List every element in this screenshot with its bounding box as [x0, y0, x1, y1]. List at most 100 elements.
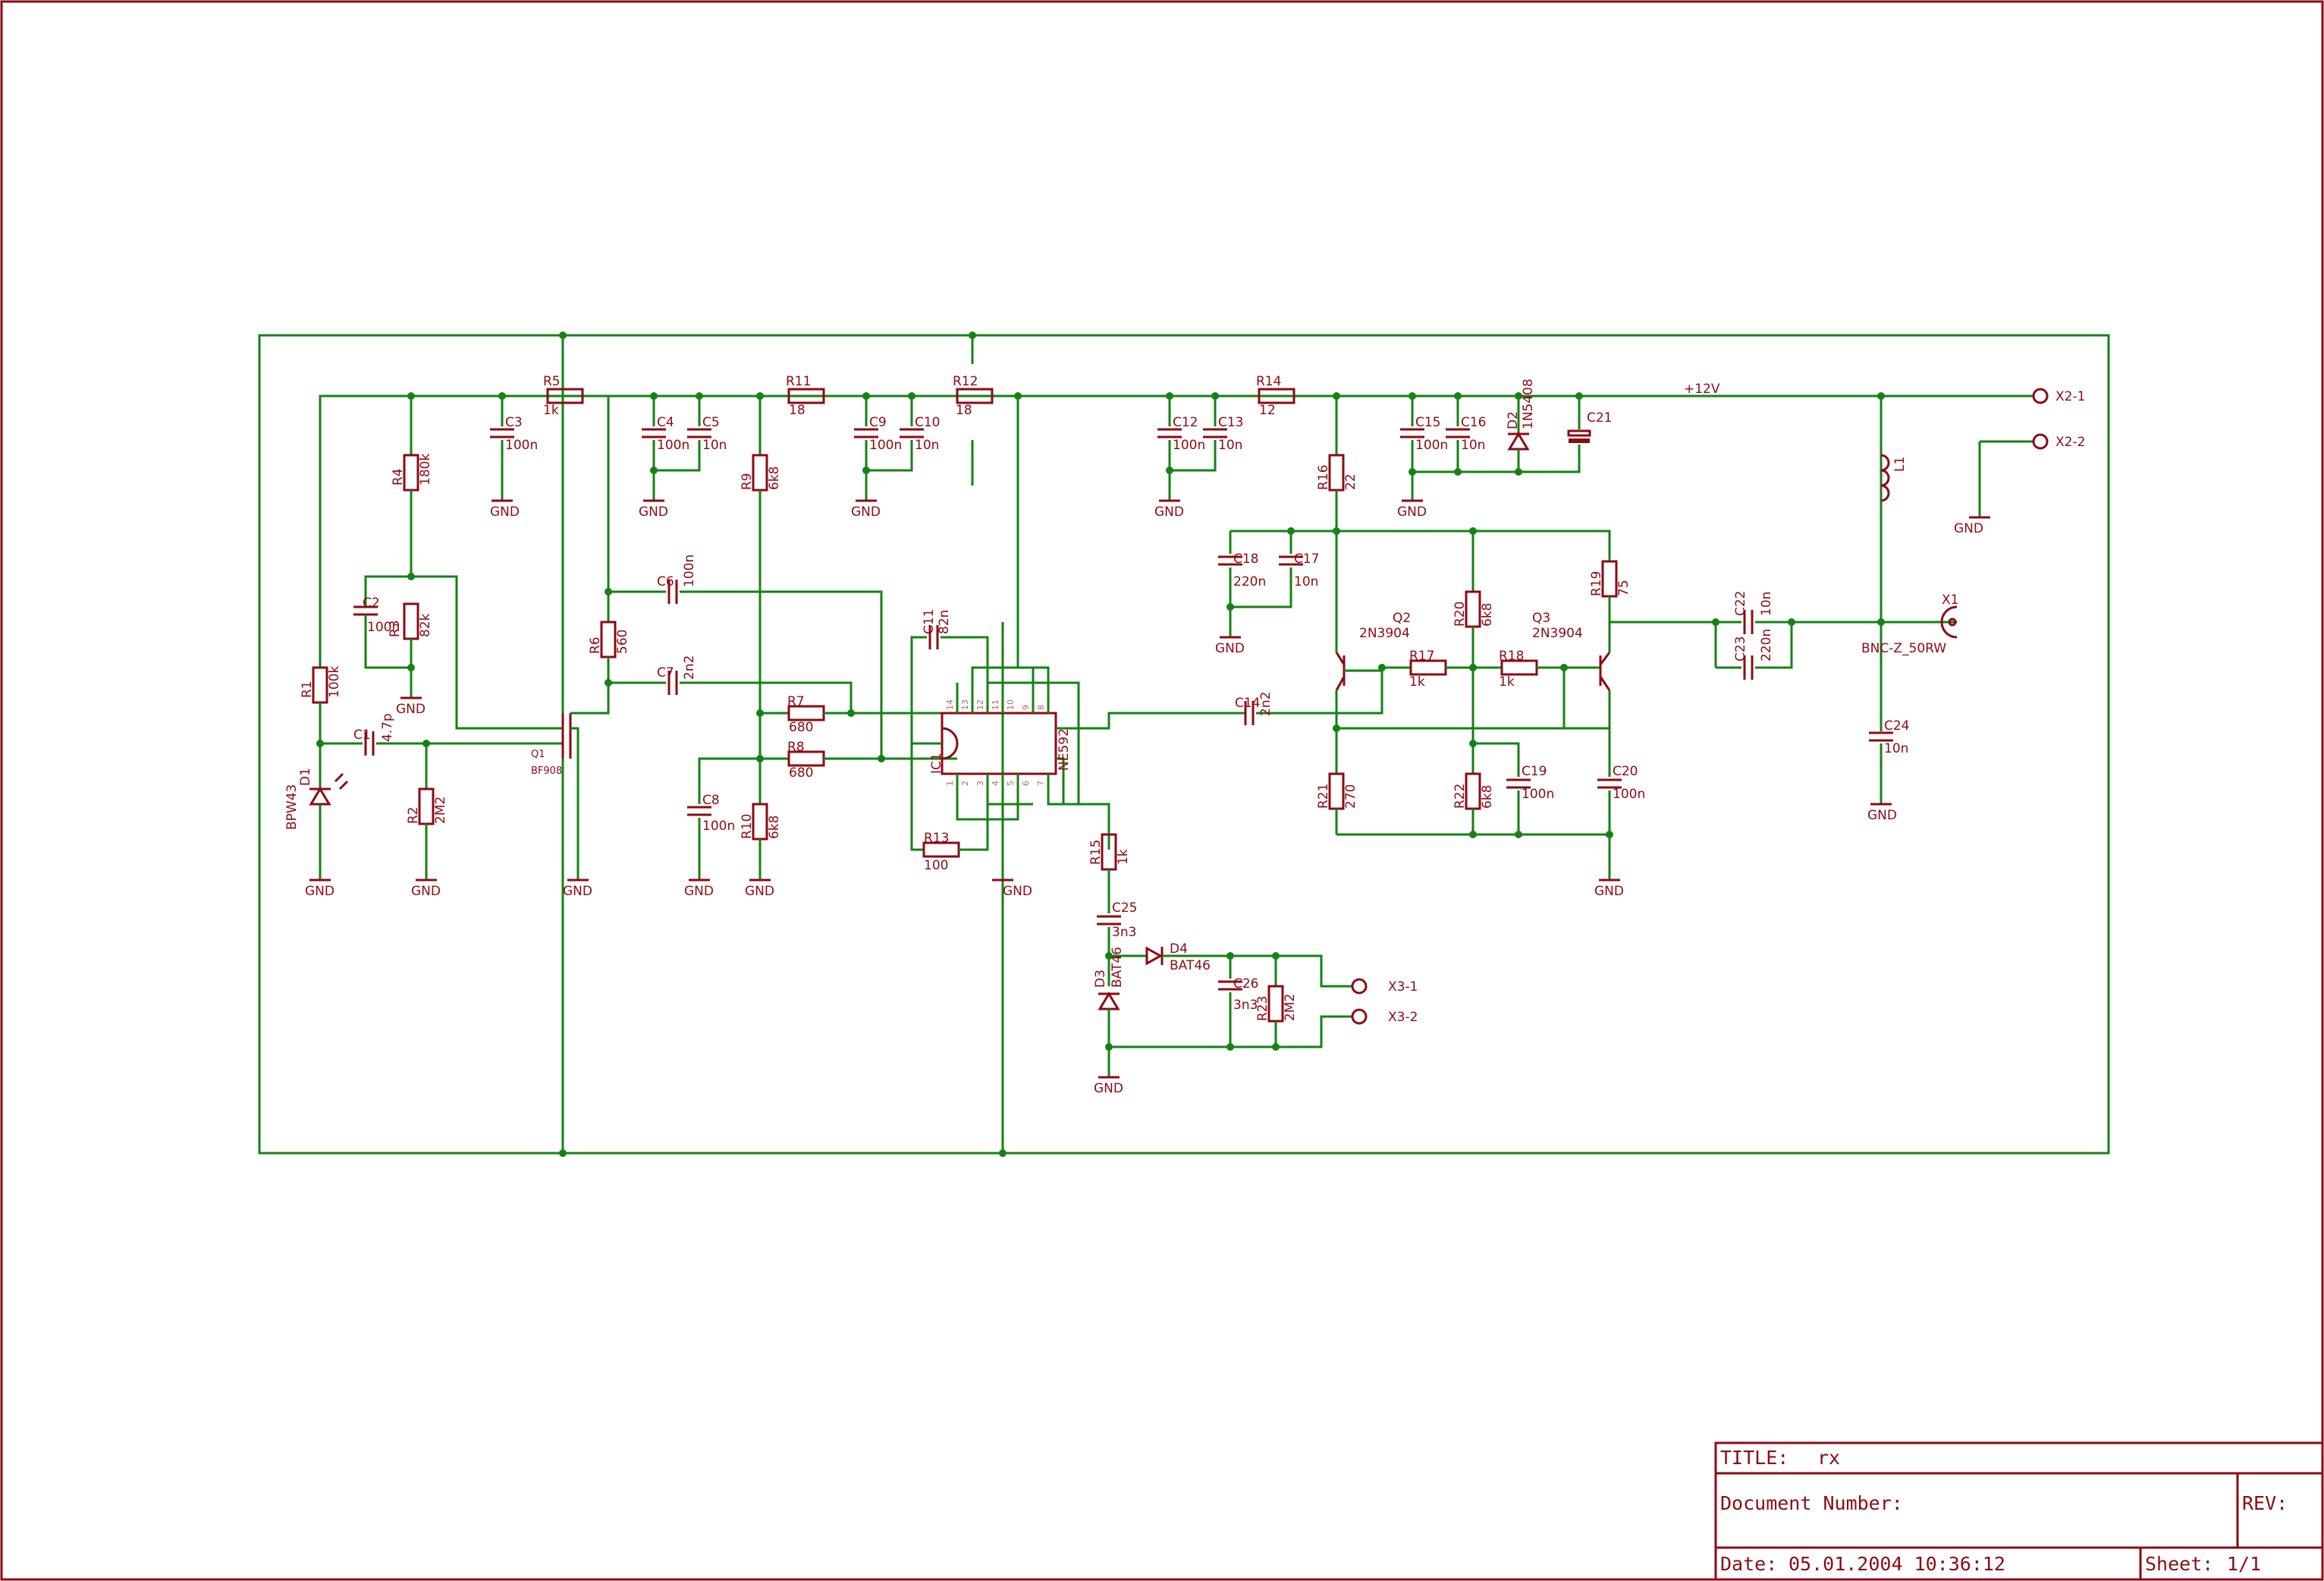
schematic-label: 7: [1036, 781, 1046, 786]
schematic-label: C17: [1294, 552, 1320, 567]
wire: [319, 394, 2033, 668]
schematic-label: 100n: [367, 620, 400, 635]
wire: [1755, 622, 1793, 669]
sheet-label: Sheet:: [2145, 1553, 2213, 1575]
schematic-label: BAT46: [1170, 958, 1211, 973]
junction-dot: [1226, 952, 1234, 960]
wire: [1230, 530, 1611, 561]
R1-body: [312, 666, 328, 704]
wire: [1473, 742, 1520, 777]
junction-dot: [559, 1149, 567, 1157]
schematic-label: 8: [1036, 705, 1046, 710]
wire: [986, 774, 1033, 806]
schematic-label: IC1: [929, 753, 944, 774]
schematic-label: 1k: [1499, 674, 1515, 690]
schematic-label: Q1: [531, 749, 545, 760]
schematic-label: 10n: [915, 438, 939, 453]
R5-body: [546, 388, 584, 404]
wire: [654, 440, 701, 472]
symbol-stroke: [1567, 429, 1591, 437]
gnd-label: GND: [490, 504, 520, 520]
wire: [680, 590, 883, 759]
junction-dot: [1454, 392, 1462, 400]
schematic-label: 1k: [1409, 674, 1425, 690]
junction-dot: [1469, 831, 1477, 838]
junction-dot: [1877, 392, 1885, 400]
wire: [570, 727, 579, 880]
junction-dot: [1105, 1043, 1113, 1051]
junction-dot: [559, 332, 567, 339]
schematic-label: 12: [1259, 403, 1276, 418]
schematic-label: C10: [915, 415, 941, 430]
symbol-stroke: [1714, 1441, 2324, 1581]
schematic-label: R18: [1499, 649, 1524, 664]
junction-dot: [316, 740, 324, 747]
schematic-label: 10n: [1461, 438, 1485, 453]
X2-2-label: X2-2: [2055, 435, 2085, 450]
gnd-label: GND: [1154, 504, 1184, 520]
schematic-label: 2n2: [1258, 692, 1273, 716]
sheet-value: 1/1: [2227, 1553, 2261, 1575]
R22-body: [1465, 772, 1481, 810]
schematic-label: 18: [956, 403, 972, 418]
junction-dot: [407, 392, 415, 400]
wire: [866, 440, 913, 472]
schematic-label: C25: [1112, 901, 1138, 916]
schematic-label: C20: [1613, 764, 1638, 779]
schematic-label: 10n: [702, 438, 727, 453]
X1-bnc-symbol: [1940, 605, 1958, 639]
junction-dot: [1469, 527, 1477, 535]
gnd-label: GND: [563, 884, 592, 899]
schematic-label: 2N3904: [1532, 626, 1583, 641]
symbol-stroke: [334, 772, 344, 783]
wire: [986, 681, 1080, 806]
schematic-label: R9: [740, 473, 755, 490]
output-stage: [1157, 388, 2049, 882]
R9-body: [752, 454, 768, 492]
wire: [1056, 757, 1110, 850]
gnd-label: GND: [411, 884, 441, 899]
junction-dot: [696, 392, 703, 400]
schematic-label: 220n: [1759, 629, 1774, 662]
gnd-label: GND: [396, 702, 426, 717]
schematic-label: 75: [1616, 580, 1632, 596]
input-stage: [309, 388, 883, 882]
schematic-label: Q2: [1393, 611, 1411, 626]
X2-2-terminal: [2032, 433, 2049, 450]
schematic-label: R19: [1589, 571, 1604, 596]
schematic-label: R10: [740, 814, 755, 839]
gnd-label: GND: [745, 884, 774, 899]
symbol-stroke: [1507, 432, 1530, 451]
symbol-stroke: [1098, 992, 1120, 1011]
schematic-label: 22: [1343, 473, 1358, 490]
schematic-label: R3: [388, 620, 403, 637]
schematic-label: R23: [1255, 996, 1270, 1021]
schematic-label: 100n: [702, 819, 735, 834]
junction-dot: [1515, 831, 1522, 838]
rev-label: REV:: [2242, 1492, 2288, 1514]
schematic-label: 6k8: [1480, 603, 1495, 627]
schematic-label: 82n: [937, 610, 952, 634]
junction-dot: [847, 709, 855, 717]
wire: [364, 575, 411, 607]
junction-dot: [605, 588, 612, 596]
R6-body: [600, 621, 617, 658]
junction-dot: [407, 573, 415, 580]
schematic-label: 10n: [1294, 574, 1318, 589]
junction-dot: [1515, 392, 1522, 400]
schematic-label: C23: [1733, 636, 1748, 662]
schematic-label: R13: [924, 831, 949, 846]
schematic-label: 4: [991, 781, 1000, 786]
schematic-label: X1: [1942, 592, 1958, 608]
schematic-label: R6: [588, 636, 603, 654]
schematic-label: 1N5408: [1521, 379, 1536, 429]
symbol-stroke: [1569, 438, 1590, 443]
schematic-label: R20: [1452, 602, 1468, 627]
schematic-label: 10: [1006, 699, 1016, 710]
R14-body: [1258, 388, 1295, 404]
schematic-label: 6k8: [767, 467, 782, 490]
R20-body: [1465, 590, 1481, 628]
junction-dot: [999, 1149, 1007, 1157]
